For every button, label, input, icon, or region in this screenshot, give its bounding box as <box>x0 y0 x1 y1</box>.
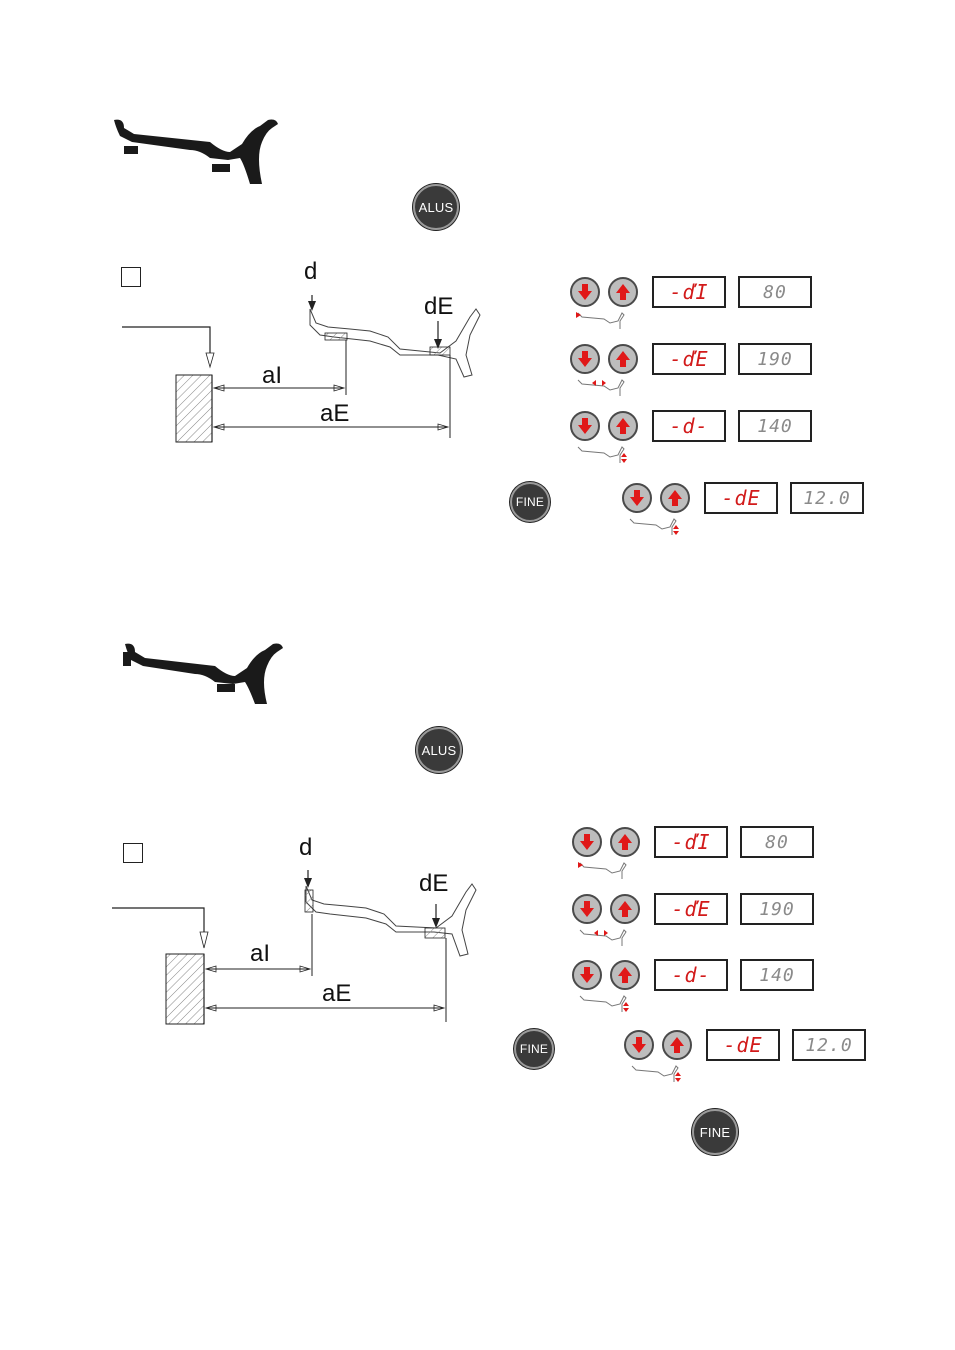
value-display: 12.0 <box>790 482 864 514</box>
alus-button[interactable]: ALUS <box>413 184 459 230</box>
value-display: 80 <box>740 826 814 858</box>
value-display: 12.0 <box>792 1029 866 1061</box>
label-d: d <box>299 834 312 862</box>
arrow-up-icon <box>614 350 632 368</box>
fine-button-final[interactable]: FINE <box>692 1109 738 1155</box>
label-dE: dE <box>424 293 453 321</box>
arrow-down-icon <box>576 417 594 435</box>
arrow-down-icon <box>578 966 596 984</box>
increase-button[interactable] <box>608 277 638 307</box>
wheel-profile-icon <box>115 636 290 711</box>
parameter-display: -ďI <box>652 276 726 308</box>
value-display: 140 <box>740 959 814 991</box>
decrease-button[interactable] <box>572 894 602 924</box>
wheel-profile-icon <box>576 859 632 881</box>
parameter-display: -ďE <box>652 343 726 375</box>
parameter-display: -d- <box>652 410 726 442</box>
value-display: 80 <box>738 276 812 308</box>
value-display: 190 <box>740 893 814 925</box>
wheel-profile-icon <box>576 926 632 948</box>
wheel-profile-icon <box>574 443 630 465</box>
arrow-up-icon <box>616 833 634 851</box>
label-aE: aE <box>322 980 351 1008</box>
arrow-down-icon <box>576 283 594 301</box>
decrease-button[interactable] <box>570 277 600 307</box>
arrow-up-icon <box>616 900 634 918</box>
increase-button[interactable] <box>660 483 690 513</box>
label-dE: dE <box>419 870 448 898</box>
arrow-up-icon <box>614 417 632 435</box>
increase-button[interactable] <box>608 344 638 374</box>
decrease-button[interactable] <box>624 1030 654 1060</box>
decrease-button[interactable] <box>570 411 600 441</box>
increase-button[interactable] <box>608 411 638 441</box>
label-aE: aE <box>320 400 349 428</box>
decrease-button[interactable] <box>622 483 652 513</box>
wheel-profile-icon <box>576 992 632 1014</box>
label-aI: aI <box>250 940 270 968</box>
arrow-up-icon <box>614 283 632 301</box>
arrow-down-icon <box>630 1036 648 1054</box>
increase-button[interactable] <box>610 827 640 857</box>
arrow-down-icon <box>578 900 596 918</box>
label-d: d <box>304 258 317 286</box>
parameter-display: -ďE <box>654 893 728 925</box>
arrow-up-icon <box>668 1036 686 1054</box>
arrow-down-icon <box>628 489 646 507</box>
parameter-display: -dE <box>704 482 778 514</box>
value-display: 190 <box>738 343 812 375</box>
decrease-button[interactable] <box>570 344 600 374</box>
parameter-display: -dE <box>706 1029 780 1061</box>
arrow-down-icon <box>578 833 596 851</box>
decrease-button[interactable] <box>572 960 602 990</box>
fine-button[interactable]: FINE <box>510 482 550 522</box>
alus-button[interactable]: ALUS <box>416 727 462 773</box>
wheel-profile-icon <box>628 1062 684 1084</box>
wheel-profile-icon <box>574 309 630 331</box>
increase-button[interactable] <box>610 960 640 990</box>
wheel-profile-icon <box>110 112 285 187</box>
arrow-up-icon <box>666 489 684 507</box>
wheel-profile-icon <box>626 515 682 537</box>
increase-button[interactable] <box>662 1030 692 1060</box>
arrow-down-icon <box>576 350 594 368</box>
arrow-up-icon <box>616 966 634 984</box>
parameter-display: -d- <box>654 959 728 991</box>
increase-button[interactable] <box>610 894 640 924</box>
value-display: 140 <box>738 410 812 442</box>
checkbox-square <box>121 267 141 287</box>
parameter-display: -ďI <box>654 826 728 858</box>
decrease-button[interactable] <box>572 827 602 857</box>
fine-button[interactable]: FINE <box>514 1029 554 1069</box>
checkbox-square <box>123 843 143 863</box>
wheel-profile-icon <box>574 376 630 398</box>
label-aI: aI <box>262 362 282 390</box>
